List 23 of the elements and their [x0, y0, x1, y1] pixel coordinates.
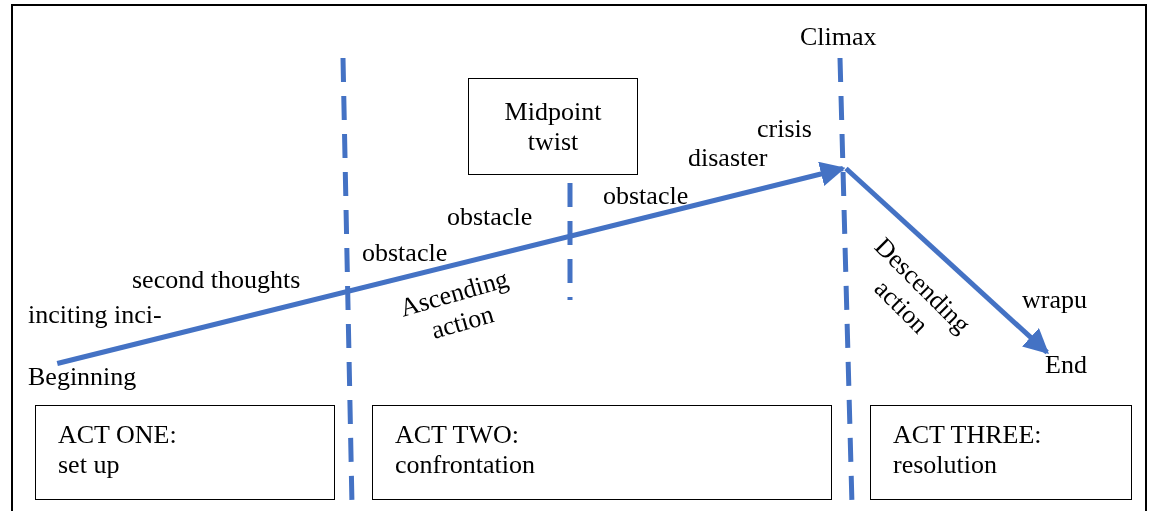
act-box — [372, 405, 832, 500]
plot-label: inciting inci- — [28, 300, 162, 330]
plot-label: wrapu — [1022, 285, 1087, 315]
plot-arrow — [844, 166, 1049, 355]
plot-arrow — [56, 161, 846, 366]
plot-label: obstacle — [447, 202, 533, 232]
plot-label: crisis — [757, 114, 812, 144]
point-label: End — [1045, 350, 1087, 380]
act-subtitle: confrontation — [395, 450, 537, 480]
act-subtitle: set up — [58, 450, 121, 480]
act-heading: ACT TWO: — [395, 420, 520, 450]
act-box — [870, 405, 1132, 500]
callout-box — [468, 78, 638, 175]
callout-text: Midpoint twist — [503, 96, 603, 157]
plot-label: obstacle — [603, 181, 689, 211]
point-label: Climax — [800, 22, 877, 52]
point-label: Beginning — [28, 362, 137, 392]
act-heading: ACT ONE: — [58, 420, 178, 450]
act-box — [35, 405, 335, 500]
plot-label: disaster — [688, 143, 768, 173]
act-subtitle: resolution — [893, 450, 998, 480]
plot-label: second thoughts — [132, 265, 301, 295]
act-heading: ACT THREE: — [893, 420, 1043, 450]
